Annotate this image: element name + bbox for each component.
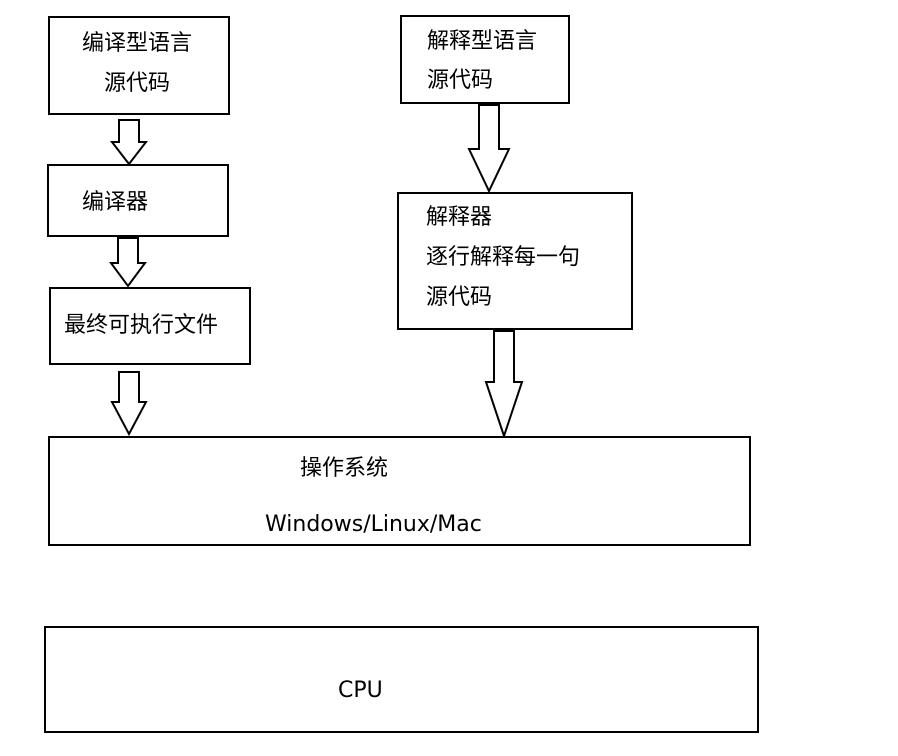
arrow-source-to-compiler — [109, 119, 149, 166]
arrow-interpreter-to-os — [484, 330, 524, 440]
executable-label: 最终可执行文件 — [64, 313, 219, 338]
arrow-source-to-interpreter — [467, 104, 511, 194]
interpreted-source-box — [400, 15, 570, 104]
interpreted-source-label-line1: 解释型语言 — [427, 29, 538, 54]
compiled-source-label-line2: 源代码 — [104, 71, 171, 96]
os-title: 操作系统 — [300, 456, 389, 481]
arrow-compiler-to-executable — [109, 237, 147, 288]
arrow-executable-to-os — [110, 371, 148, 437]
interpreter-label-line3: 源代码 — [426, 285, 493, 310]
compiler-label: 编译器 — [82, 190, 149, 215]
executable-box — [49, 287, 251, 365]
compiler-box — [47, 164, 229, 237]
interpreted-source-label-line2: 源代码 — [427, 68, 494, 93]
os-examples: Windows/Linux/Mac — [265, 512, 482, 537]
cpu-label: CPU — [338, 678, 383, 703]
compiled-source-box — [48, 16, 230, 115]
os-box — [48, 436, 751, 546]
interpreter-label-line2: 逐行解释每一句 — [426, 245, 581, 270]
interpreter-box — [397, 192, 633, 330]
interpreter-label-line1: 解释器 — [426, 205, 493, 230]
compiled-source-label-line1: 编译型语言 — [82, 31, 193, 56]
cpu-box — [44, 626, 759, 733]
